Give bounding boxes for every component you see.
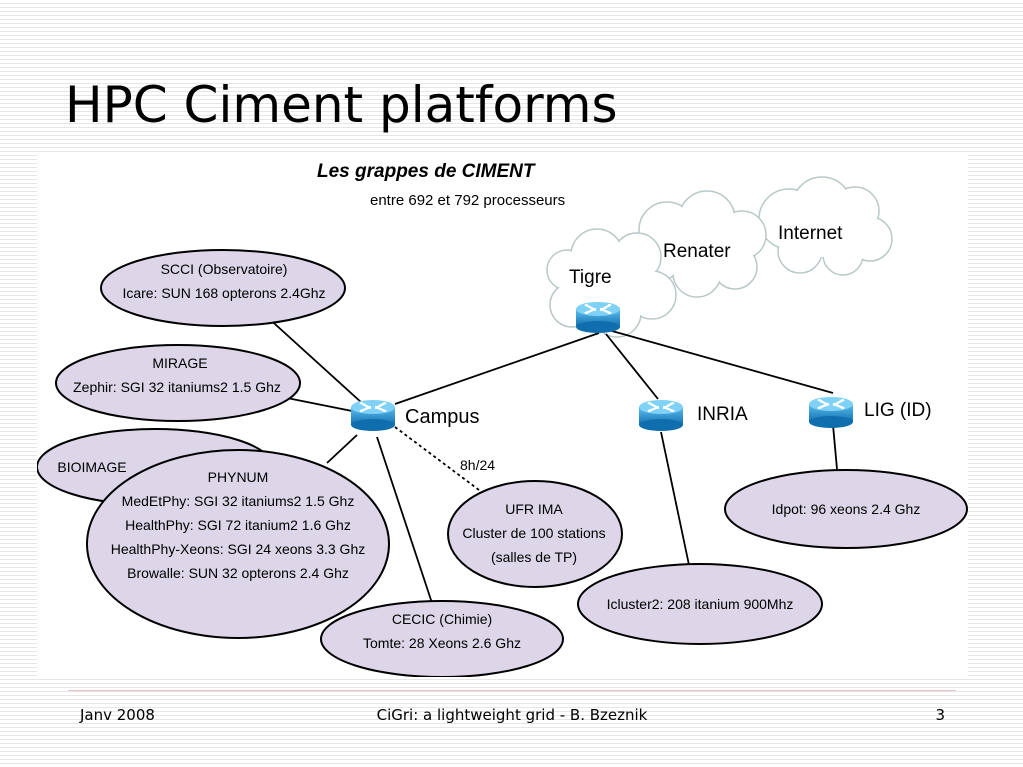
link-inria-icluster2 (660, 431, 690, 566)
bioimage-name: BIOIMAGE (57, 459, 126, 475)
lig-label: LIG (ID) (864, 400, 932, 421)
scci-name: SCCI (Observatoire) (161, 261, 288, 277)
phynum-spec-2: HealthPhy: SGI 72 itanium2 1.6 Ghz (125, 517, 351, 533)
ufr-ima-name: UFR IMA (505, 501, 563, 517)
slide-title: HPC Ciment platforms (65, 76, 618, 134)
footer-date: Janv 2008 (80, 706, 155, 724)
mirage-ellipse (55, 344, 301, 422)
icluster2-ellipse (577, 563, 823, 645)
link-schedule-label: 8h/24 (460, 457, 495, 473)
scci-spec: Icare: SUN 168 opterons 2.4Ghz (122, 285, 325, 301)
campus-label: Campus (405, 406, 479, 428)
lig-router-icon (807, 395, 855, 430)
icluster2-spec: Icluster2: 208 itanium 900Mhz (607, 596, 794, 612)
link-lig-idpot (832, 424, 838, 470)
link-campus-tigre (394, 332, 600, 405)
phynum-spec-1: MedEtPhy: SGI 32 itaniums2 1.5 Ghz (122, 493, 355, 509)
link-mirage-campus (286, 397, 353, 412)
idpot-spec: Idpot: 96 xeons 2.4 Ghz (772, 501, 921, 517)
phynum-spec-3: HealthPhy-Xeons: SGI 24 xeons 3.3 Ghz (111, 541, 365, 557)
diagram-panel: Internet Renater Tigre 8h/24 (36, 155, 968, 678)
ufr-ima-ellipse (447, 480, 623, 588)
tigre-label: Tigre (569, 267, 612, 288)
link-scci-campus (264, 314, 374, 414)
mirage-name: MIRAGE (152, 355, 207, 371)
internet-label: Internet (778, 223, 843, 244)
footer-divider (68, 690, 956, 691)
mirage-spec: Zephir: SGI 32 itaniums2 1.5 Ghz (73, 379, 281, 395)
diagram-subheading: entre 692 et 792 processeurs (370, 192, 565, 209)
ufr-ima-spec-1: Cluster de 100 stations (462, 525, 605, 541)
scci-ellipse (100, 249, 346, 327)
footer-title: CiGri: a lightweight grid - B. Bzeznik (376, 706, 648, 724)
network-diagram: Internet Renater Tigre 8h/24 (36, 161, 968, 678)
tigre-router-icon (574, 300, 622, 335)
renater-label: Renater (663, 241, 731, 262)
phynum-ellipse (86, 449, 390, 639)
network-links (264, 314, 838, 604)
link-tigre-lig (611, 330, 834, 394)
ufr-ima-spec-2: (salles de TP) (491, 549, 577, 565)
internet-cloud: Internet (758, 176, 893, 276)
diagram-heading: Les grappes de CIMENT (317, 161, 536, 182)
phynum-name: PHYNUM (208, 469, 269, 485)
link-phynum-campus (326, 434, 358, 464)
link-tigre-inria (605, 333, 659, 400)
page-number: 3 (935, 706, 945, 724)
campus-router-icon (349, 398, 397, 433)
inria-label: INRIA (697, 404, 748, 425)
link-cecic-campus (376, 436, 433, 604)
renater-cloud: Renater (636, 190, 767, 298)
cecic-name: CECIC (Chimie) (392, 611, 492, 627)
inria-router-icon (637, 398, 685, 433)
idpot-ellipse (724, 469, 968, 549)
cecic-spec: Tomte: 28 Xeons 2.6 Ghz (363, 635, 521, 651)
phynum-spec-4: Browalle: SUN 32 opterons 2.4 Ghz (127, 565, 349, 581)
